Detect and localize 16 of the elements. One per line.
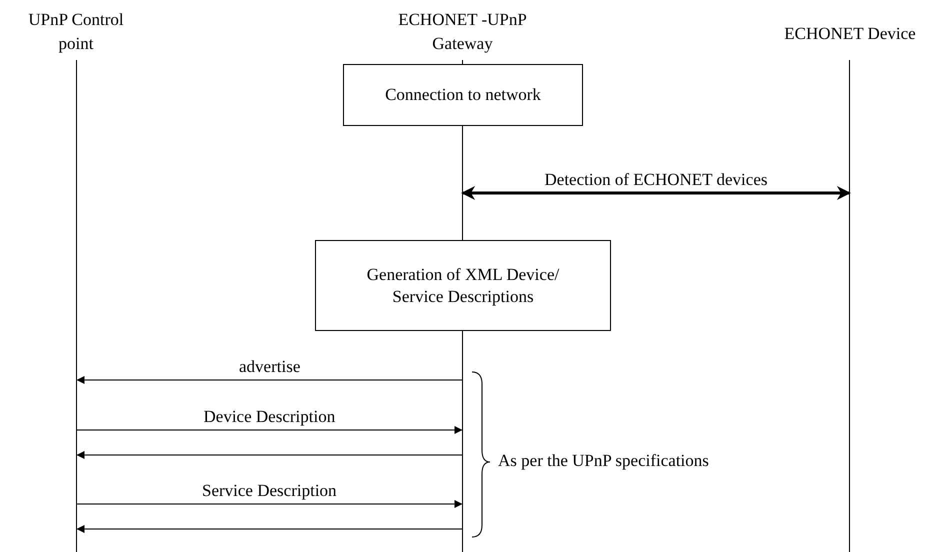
lifeline — [76, 60, 77, 552]
lifeline — [849, 60, 850, 552]
message-arrow — [76, 451, 463, 459]
process-box: Connection to network — [343, 64, 583, 126]
edge-label: Device Description — [202, 408, 338, 426]
message-arrow — [461, 186, 851, 200]
lifeline-title: ECHONET -UPnP Gateway — [390, 8, 535, 58]
message-arrow — [76, 500, 463, 508]
lifeline-title: ECHONET Device — [762, 22, 938, 48]
lifeline-title: UPnP Control point — [26, 8, 126, 58]
process-box: Generation of XML Device/ Service Descriptions — [315, 240, 611, 331]
note: As per the UPnP specifications — [496, 452, 711, 470]
edge-label: Service Description — [200, 482, 339, 500]
message-arrow — [76, 426, 463, 434]
message-arrow — [76, 525, 463, 533]
message-arrow — [76, 376, 463, 384]
